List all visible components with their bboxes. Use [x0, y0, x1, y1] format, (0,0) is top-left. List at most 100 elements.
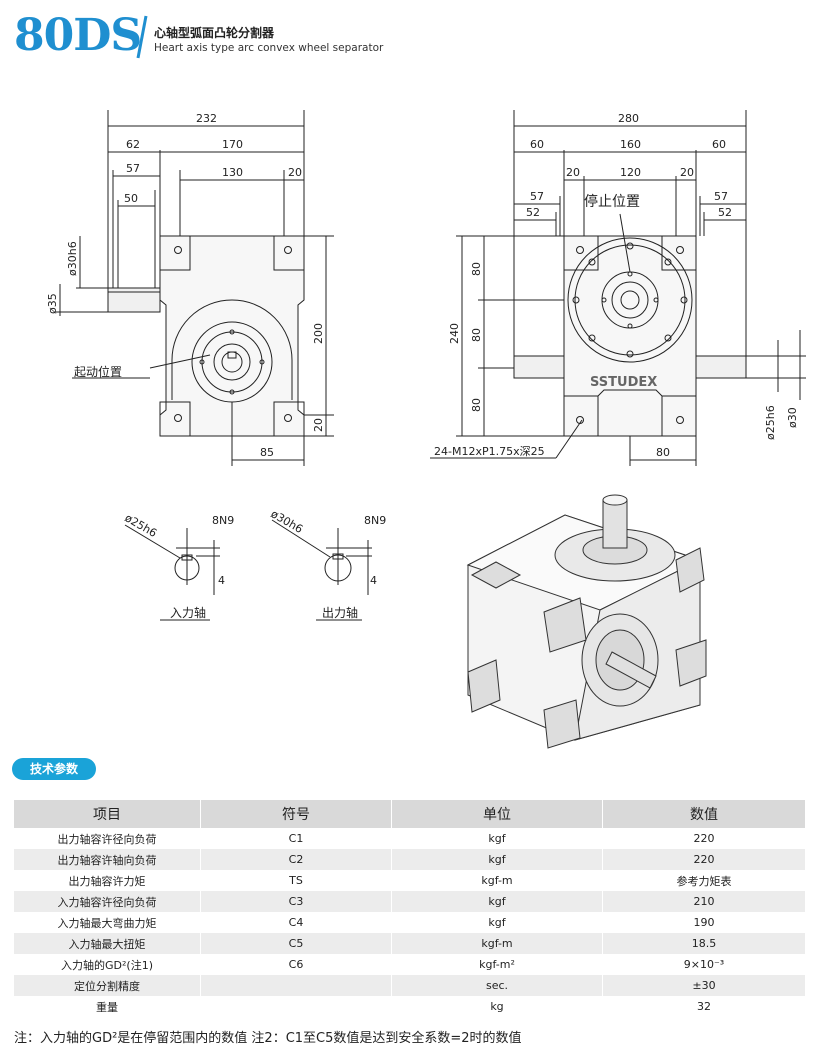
cell-item: 入力轴容许径向负荷 — [14, 891, 201, 912]
cell-item: 出力轴容许径向负荷 — [14, 828, 201, 849]
svg-text:4: 4 — [218, 574, 225, 587]
svg-text:170: 170 — [222, 138, 243, 151]
footnote: 注：入力轴的GD²是在停留范围内的数值 注2：C1至C5数值是达到安全系数=2时… — [14, 1031, 522, 1046]
svg-text:57: 57 — [714, 190, 728, 203]
svg-text:80: 80 — [656, 446, 670, 459]
cell-value: 18.5 — [602, 933, 806, 954]
table-row: 入力轴最大弯曲力矩 C4 kgf 190 — [14, 912, 806, 933]
svg-text:80: 80 — [470, 262, 483, 276]
svg-text:57: 57 — [126, 162, 140, 175]
svg-text:入力轴: 入力轴 — [170, 605, 206, 620]
cell-unit: kgf — [391, 891, 603, 912]
cell-symbol: C1 — [200, 828, 392, 849]
svg-text:ø25h6: ø25h6 — [123, 511, 160, 540]
svg-text:60: 60 — [712, 138, 726, 151]
thread-note: 24-M12xP1.75x深25 — [434, 445, 545, 458]
table-row: 重量 kg 32 — [14, 996, 806, 1017]
cell-item: 入力轴的GD²(注1) — [14, 954, 201, 975]
cell-symbol: TS — [200, 870, 392, 891]
start-position-label: 起动位置 — [74, 364, 122, 379]
title-slash — [136, 15, 148, 59]
cell-value: 参考力矩表 — [602, 870, 806, 891]
cell-unit: kgf — [391, 912, 603, 933]
cell-symbol: C5 — [200, 933, 392, 954]
shaft-section-output — [271, 519, 372, 621]
header-unit: 单位 — [391, 800, 603, 828]
svg-text:62: 62 — [126, 138, 140, 151]
svg-text:232: 232 — [196, 112, 217, 125]
brand-mark: SSTUDEX — [590, 375, 657, 390]
title-english: Heart axis type arc convex wheel separat… — [154, 42, 384, 54]
isometric-view — [466, 494, 707, 749]
cell-item: 出力轴容许轴向负荷 — [14, 849, 201, 870]
svg-text:ø30h6: ø30h6 — [66, 241, 79, 276]
table-row: 定位分割精度 sec. ±30 — [14, 975, 806, 996]
svg-text:200: 200 — [312, 323, 325, 344]
front-view — [430, 110, 806, 466]
cell-item: 入力轴最大扭矩 — [14, 933, 201, 954]
cell-value: 220 — [602, 849, 806, 870]
table-row: 出力轴容许力矩 TS kgf-m 参考力矩表 — [14, 870, 806, 891]
svg-text:ø35: ø35 — [46, 293, 59, 314]
cell-item: 定位分割精度 — [14, 975, 201, 996]
svg-text:240: 240 — [448, 323, 461, 344]
front-view-dimension-labels: 280 60 160 60 20 120 20 57 57 52 52 80 2… — [434, 112, 799, 459]
header-item: 项目 — [14, 800, 201, 828]
svg-text:ø30h6: ø30h6 — [269, 507, 306, 536]
side-view — [56, 110, 334, 466]
svg-text:50: 50 — [124, 192, 138, 205]
cell-value: ±30 — [602, 975, 806, 996]
header-symbol: 符号 — [200, 800, 392, 828]
cell-symbol — [200, 975, 392, 996]
table-row: 出力轴容许径向负荷 C1 kgf 220 — [14, 828, 806, 849]
svg-text:85: 85 — [260, 446, 274, 459]
shaft-section-input — [124, 524, 220, 621]
svg-text:20: 20 — [312, 418, 325, 432]
spec-table-header-row: 项目 符号 单位 数值 — [14, 800, 806, 828]
table-row: 出力轴容许轴向负荷 C2 kgf 220 — [14, 849, 806, 870]
svg-text:出力轴: 出力轴 — [322, 605, 358, 620]
table-row: 入力轴最大扭矩 C5 kgf-m 18.5 — [14, 933, 806, 954]
svg-text:280: 280 — [618, 112, 639, 125]
cell-unit: kgf — [391, 849, 603, 870]
section-badge-tech-params: 技术参数 — [12, 758, 96, 780]
svg-text:130: 130 — [222, 166, 243, 179]
model-number: 80DS — [14, 10, 142, 61]
title-chinese: 心轴型弧面凸轮分割器 — [154, 26, 275, 40]
svg-text:120: 120 — [620, 166, 641, 179]
shaft-section-labels: ø25h6 8N9 4 入力轴 ø30h6 8N9 4 出力轴 — [123, 507, 387, 620]
svg-text:20: 20 — [680, 166, 694, 179]
cell-symbol: C3 — [200, 891, 392, 912]
cell-symbol: C2 — [200, 849, 392, 870]
svg-text:8N9: 8N9 — [212, 514, 234, 527]
cell-item: 入力轴最大弯曲力矩 — [14, 912, 201, 933]
stop-position-label: 停止位置 — [584, 193, 640, 210]
cell-symbol: C6 — [200, 954, 392, 975]
svg-text:60: 60 — [530, 138, 544, 151]
svg-text:52: 52 — [718, 206, 732, 219]
cell-value: 9×10⁻³ — [602, 954, 806, 975]
cell-unit: sec. — [391, 975, 603, 996]
svg-text:20: 20 — [288, 166, 302, 179]
table-row: 入力轴的GD²(注1) C6 kgf-m² 9×10⁻³ — [14, 954, 806, 975]
cell-value: 210 — [602, 891, 806, 912]
svg-text:8N9: 8N9 — [364, 514, 386, 527]
cell-value: 220 — [602, 828, 806, 849]
cell-unit: kgf-m² — [391, 954, 603, 975]
side-view-dimension-labels: 232 62 170 57 130 20 50 ø30h6 ø35 200 20… — [46, 112, 325, 459]
spec-table: 项目 符号 单位 数值 出力轴容许径向负荷 C1 kgf 220 出力轴容许轴向… — [14, 800, 806, 1017]
svg-text:57: 57 — [530, 190, 544, 203]
svg-text:160: 160 — [620, 138, 641, 151]
cell-item: 出力轴容许力矩 — [14, 870, 201, 891]
svg-text:80: 80 — [470, 328, 483, 342]
cell-unit: kgf — [391, 828, 603, 849]
cell-unit: kgf-m — [391, 933, 603, 954]
svg-text:20: 20 — [566, 166, 580, 179]
header-value: 数值 — [602, 800, 806, 828]
svg-text:ø25h6: ø25h6 — [764, 405, 777, 440]
table-row: 入力轴容许径向负荷 C3 kgf 210 — [14, 891, 806, 912]
cell-item: 重量 — [14, 996, 201, 1017]
cell-unit: kg — [391, 996, 603, 1017]
svg-text:ø30: ø30 — [786, 407, 799, 428]
cell-symbol — [200, 996, 392, 1017]
